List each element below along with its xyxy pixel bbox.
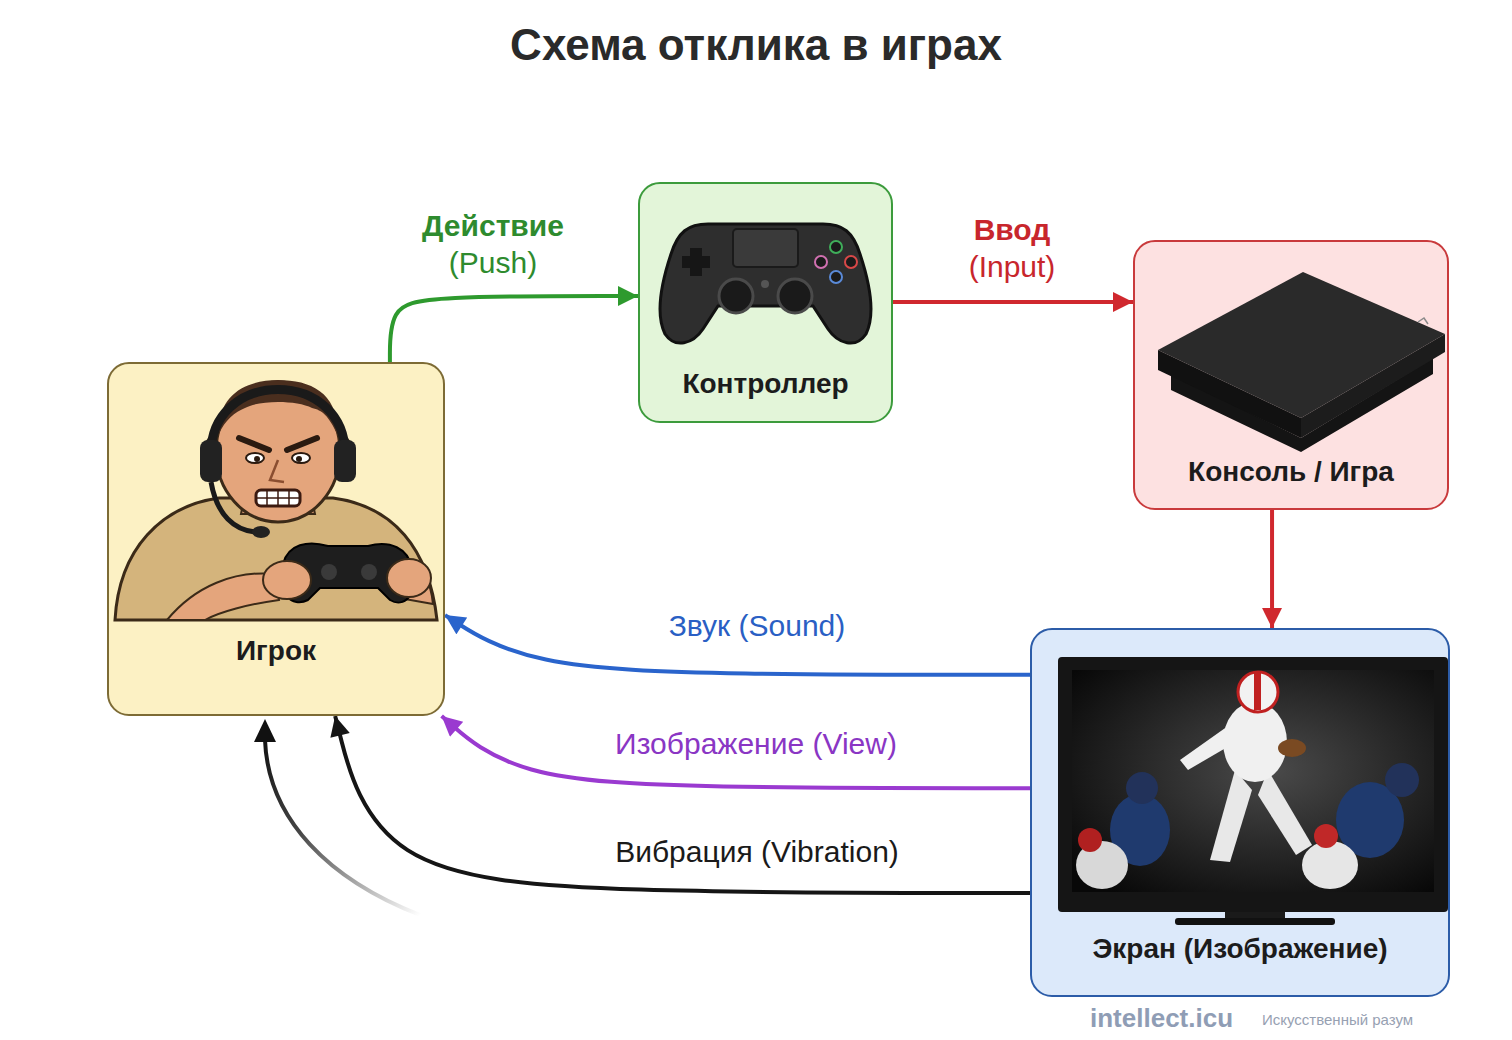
gamer-gamepad [263, 561, 311, 599]
gamepad-sticks [719, 279, 753, 313]
gamer-head [239, 438, 269, 450]
tv-football-players [1126, 772, 1158, 804]
feedback-arrow [335, 716, 1030, 893]
diagram-title: Схема отклика в играх [0, 20, 1512, 70]
gamer-headset [211, 482, 255, 532]
gamepad-buttons [830, 241, 842, 253]
gamepad-sticks [719, 279, 812, 313]
feedback-arrow [390, 296, 638, 362]
gamepad-body [660, 224, 871, 343]
gamepad-buttons [761, 280, 769, 288]
arrow-label: Звук (Sound) [665, 607, 850, 645]
tv-football-players [1254, 672, 1261, 710]
gamer-headset [252, 526, 270, 538]
console-illustration [1133, 242, 1449, 454]
console-upper-slab [1418, 318, 1428, 324]
gamepad-buttons [845, 256, 857, 268]
feedback-arrow [442, 716, 1030, 788]
gamer-gamepad [321, 564, 337, 580]
fading-feedback-arrow [265, 740, 420, 915]
gamer-headset [200, 440, 222, 482]
console-upper-slab [1158, 272, 1445, 418]
gamer-head [296, 456, 302, 462]
tv-football-players [1258, 770, 1312, 855]
gamer-gamepad [387, 559, 431, 597]
tv-football-players [1210, 770, 1252, 862]
box-label: Консоль / Игра [1188, 455, 1394, 489]
arrow-label: Ввод (Input) [933, 211, 1091, 286]
gamer-headset [334, 440, 356, 482]
tv-frame [1058, 657, 1448, 912]
gamer-head [256, 490, 300, 506]
gamepad-sticks [778, 279, 812, 313]
gamer-headset [200, 390, 356, 539]
feedback-arrow [893, 300, 1133, 304]
watermark-subtitle: Искусственный разум [1262, 1011, 1413, 1029]
fading-feedback-arrow [254, 719, 276, 742]
tv-illustration [1030, 630, 1450, 930]
box-label: Контроллер [682, 367, 848, 401]
console-upper-slab [1158, 272, 1445, 438]
gamer-body [115, 484, 437, 620]
gamepad-buttons [815, 256, 827, 268]
tv-football-players [1314, 824, 1338, 848]
console-box: Консоль / Игра [1133, 240, 1449, 510]
gamer-head [254, 456, 260, 462]
gamer-headset [211, 390, 345, 461]
gamepad-buttons [830, 271, 842, 283]
fading-feedback-arrow [254, 719, 420, 915]
tv-football-players [1278, 739, 1306, 757]
gamer-head [270, 460, 284, 482]
tv-football-players [1078, 828, 1102, 852]
gamer-head [292, 453, 310, 463]
arrow-label: Действие (Push) [404, 207, 582, 282]
gamepad-body [733, 229, 798, 267]
tv-football-players [1302, 841, 1358, 889]
tv-frame [1058, 657, 1448, 925]
gamepad-buttons [761, 241, 857, 288]
gamepad-body [660, 224, 871, 343]
console-upper-slab [1158, 350, 1301, 438]
tv-football-players [1076, 672, 1419, 889]
tv-frame [1072, 670, 1434, 892]
gamer-head [203, 380, 353, 522]
arrow-label: Изображение (View) [611, 725, 901, 763]
tv-football-players [1385, 763, 1419, 797]
player-box: Игрок [107, 362, 445, 716]
gamer-gamepad [361, 564, 377, 580]
gamepad-illustration [638, 184, 893, 356]
feedback-arrow [1270, 510, 1274, 628]
gamer-head [287, 438, 317, 450]
tv-football-players [1238, 672, 1278, 712]
tv-frame [1175, 918, 1335, 925]
box-label: Экран (Изображение) [1092, 932, 1387, 966]
box-label: Игрок [236, 634, 316, 668]
gamepad-dpad [682, 248, 710, 276]
screen-box: Экран (Изображение) [1030, 628, 1450, 997]
tv-football-players [1180, 726, 1236, 770]
arrow-label: Вибрация (Vibration) [611, 833, 903, 871]
watermark: intellect.icu [1090, 1003, 1233, 1034]
gamer-head [246, 453, 264, 463]
gamepad-dpad [682, 256, 710, 268]
gamer-gamepad [263, 543, 431, 602]
console-upper-slab [1301, 334, 1445, 438]
gamer-head [256, 490, 300, 506]
gamer-illustration [107, 364, 445, 626]
controller-box: Контроллер [638, 182, 893, 423]
